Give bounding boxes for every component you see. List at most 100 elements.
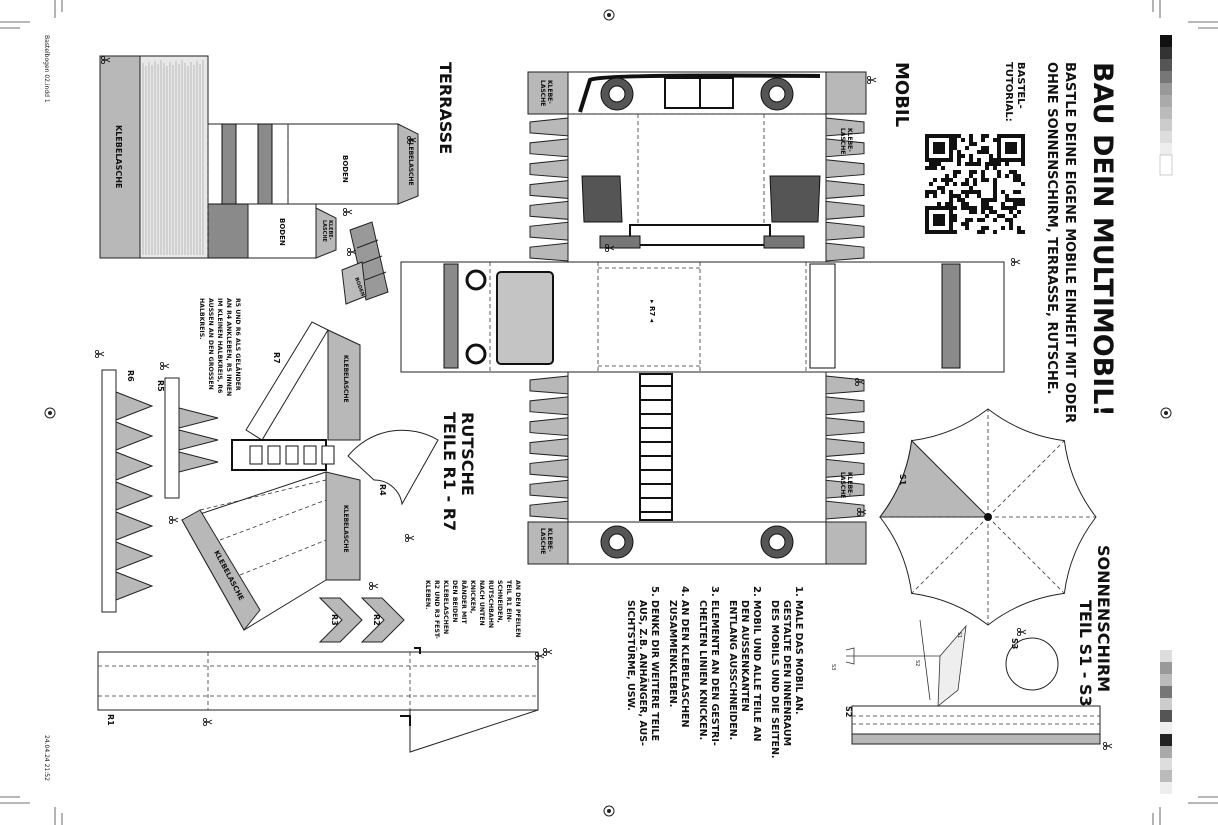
- scissors-icon: [203, 718, 213, 727]
- mobil-tab-label-bl-1: KLEBE-: [546, 528, 553, 552]
- mobil-glue-tab-top: [527, 71, 569, 115]
- mobil-tab-label-tr-2: LASCHE: [839, 128, 846, 154]
- mobil-side-tab: [529, 242, 569, 262]
- note-line: RÄNDER MIT: [460, 580, 469, 624]
- terrasse-boden-2: BODEN: [278, 218, 286, 246]
- sketch-s1-label: S1: [956, 632, 962, 638]
- note-line: R2 UND R3 FEST-: [433, 580, 440, 639]
- mobil-side-tab: [529, 479, 569, 499]
- mobil-side-tab: [825, 180, 865, 199]
- mobil-side-tabs-left-lower: [529, 375, 569, 520]
- note-line: AN R4 ANKLEBEN, R5 INNEN: [225, 298, 232, 396]
- note-line: KNICKEN,: [469, 580, 476, 613]
- terrasse-tab-label-1: KLEBE-: [327, 220, 333, 240]
- registration-mark-top: [603, 9, 615, 21]
- label-r2: R2: [372, 614, 381, 626]
- terrasse-boden-1: BODEN: [341, 155, 349, 183]
- label-r4: R4: [378, 484, 387, 496]
- mobil-side-tab: [529, 200, 569, 220]
- mobil-side-tabs-left-upper: [529, 117, 569, 262]
- mobil-side-tab: [825, 242, 865, 262]
- mobil-side-tab: [529, 180, 569, 199]
- subtitle-line-2: OHNE SONNENSCHIRM, TERRASSE, RUTSCHE.: [1044, 62, 1059, 395]
- terrasse-tab-label-2: LASCHE: [321, 220, 327, 243]
- mobil-side-tab: [825, 396, 865, 416]
- control-strip-bottom: [1160, 650, 1172, 794]
- instruction-line: ENTLANG AUSSCHNEIDEN.: [727, 600, 738, 740]
- note-line: SCHNEIDEN,: [496, 580, 503, 623]
- label-r7: R7: [272, 352, 281, 364]
- scissors-icon: [347, 248, 357, 257]
- sketch-s2-label: S2: [914, 660, 920, 666]
- scissors-icon: [543, 648, 553, 657]
- instruction-line: DEN AUSSENKANTEN: [739, 600, 750, 712]
- scissors-icon: [855, 378, 865, 387]
- mobil-side-tab: [529, 221, 569, 241]
- section-title-rutsche-2: TEILE R1 - R7: [440, 412, 459, 531]
- label-r6: R6: [126, 370, 135, 382]
- scissors-icon: [1103, 742, 1113, 751]
- instruction-line: ELEMENTE AN DEN GESTRI-: [709, 600, 720, 746]
- mobil-side-tab: [825, 117, 865, 137]
- mobil-side-tab: [825, 138, 865, 158]
- mobil-tab-label-br-2: LASCHE: [839, 472, 846, 498]
- label-r1: R1: [106, 714, 115, 726]
- rutsche-r6: [101, 369, 117, 613]
- rutsche-r7: [181, 321, 361, 631]
- registration-mark-bottom: [603, 805, 615, 817]
- instruction-line: GESTALTE DEN INNENRAUM: [781, 600, 792, 746]
- scissors-icon: [1017, 628, 1027, 637]
- label-s3: S3: [1010, 638, 1019, 649]
- instruction-line: AN DEN KLEBELASCHEN: [679, 600, 690, 728]
- sonnenschirm-s3: [1005, 637, 1059, 691]
- rutsche-klebelasche-2: KLEBELASCHE: [342, 505, 349, 553]
- mobil-side-tab: [529, 500, 569, 520]
- mobil-side-tab: [529, 438, 569, 457]
- mobil-side-tab: [825, 159, 865, 179]
- rutsche-r3: [318, 597, 363, 643]
- mobil-side-tab: [825, 417, 865, 437]
- label-r7-arrows: ▸ R7 ◂: [648, 300, 656, 323]
- note-line: AUSSEN AN DEN GROSSEN: [207, 298, 214, 390]
- mobil-side-tab: [529, 396, 569, 416]
- scissors-icon: [857, 508, 867, 517]
- note-line: KLEBELASCHEN: [442, 580, 449, 634]
- note-line: R5 UND R6 ALS GELÄNDER: [234, 298, 243, 391]
- scissors-icon: [407, 136, 417, 145]
- scissors-icon: [867, 76, 877, 85]
- slug-file: Bastelbogen 02.indd 1: [43, 35, 50, 103]
- mobil-glue-tab-top-right: [825, 71, 867, 115]
- sonnenschirm-s1: [878, 408, 1097, 626]
- instruction-number: 3.: [709, 586, 720, 597]
- qr-code[interactable]: [925, 134, 1025, 234]
- tutorial-label-1: BASTEL-: [1015, 62, 1026, 109]
- note-line: RUTSCHBAHN: [487, 580, 494, 628]
- rutsche-r6-teeth: [115, 391, 154, 601]
- page-title: BAU DEIN MULTIMOBIL!: [1087, 62, 1118, 417]
- instruction-line: AUS, Z.B. ANHÄNGER, AUS-: [637, 600, 648, 746]
- instruction-line: DENKE DIR WEITERE TEILE: [649, 600, 660, 741]
- mobil-ladder: [640, 385, 672, 513]
- mobil-side-tab: [529, 417, 569, 437]
- mobil-floor-strip: [400, 261, 1005, 373]
- scissors-icon: [535, 652, 545, 661]
- instruction-line: MOBIL UND ALLE TEILE AN: [751, 600, 762, 741]
- mobil-side-tab: [529, 117, 569, 137]
- note-line: HALBKREIS.: [198, 298, 205, 340]
- instruction-number: 2.: [751, 586, 762, 597]
- rutsche-klebelasche-1: KLEBELASCHE: [342, 355, 349, 403]
- instruction-line: SICHTSTÜRME, USW.: [625, 600, 636, 711]
- section-title-mobil: MOBIL: [891, 62, 912, 127]
- section-title-sonnenschirm-1: SONNENSCHIRM: [1094, 545, 1113, 692]
- terrasse-net: [99, 55, 419, 305]
- mobil-side-tab: [825, 500, 865, 520]
- scissors-icon: [169, 516, 179, 525]
- section-title-terrasse: TERRASSE: [436, 62, 455, 154]
- slug-date: 24.04.24 21:52: [43, 735, 50, 781]
- rutsche-r2: [360, 597, 405, 643]
- note-line: KLEBEN.: [424, 580, 431, 609]
- subtitle-line-1: BASTLE DEINE EIGENE MOBILE EINHEIT MIT O…: [1062, 62, 1077, 423]
- scissors-icon: [343, 208, 353, 217]
